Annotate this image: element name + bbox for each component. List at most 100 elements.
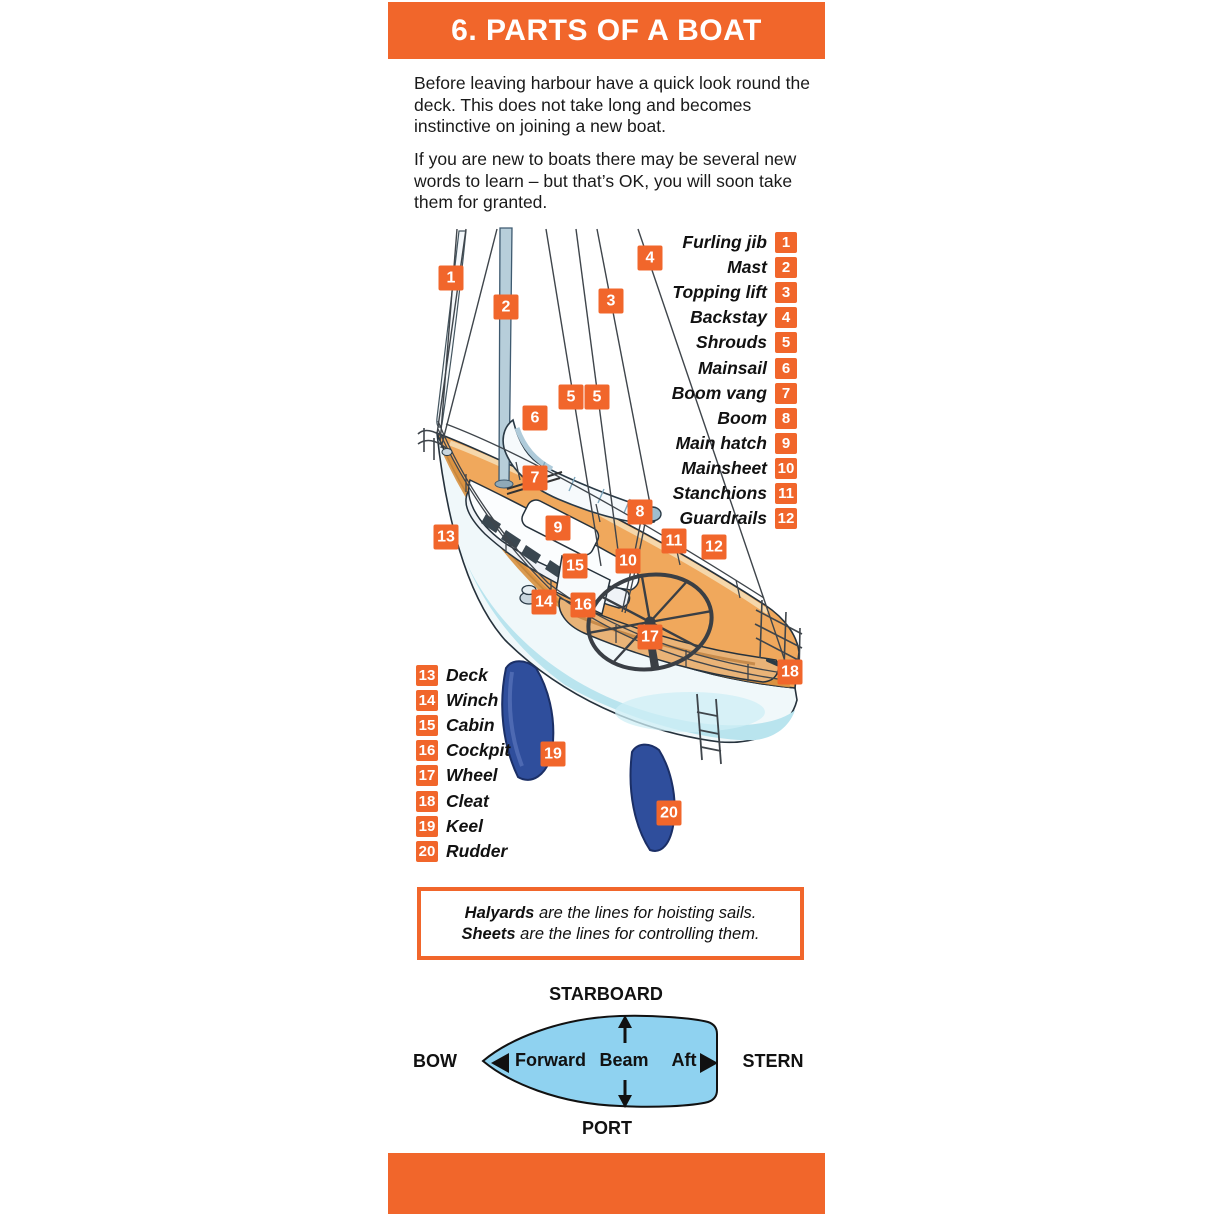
title-bar: 6. PARTS OF A BOAT: [388, 2, 825, 59]
cockpit-seat-line: [574, 613, 756, 666]
legend-label-7: Boom vang: [671, 382, 767, 403]
stern-ladder: [696, 693, 722, 765]
legend-item-16: 16 Cockpit: [416, 738, 510, 763]
legend-item-14: 14 Winch: [416, 688, 510, 713]
legend-label-17: Wheel: [446, 765, 498, 786]
port-label: PORT: [582, 1118, 632, 1138]
legend-badge-15: 15: [416, 715, 438, 737]
legend-label-4: Backstay: [690, 307, 767, 328]
topping-lift: [596, 228, 652, 510]
legend-item-1: Furling jib 1: [672, 230, 797, 255]
boom-end: [642, 506, 662, 522]
legend-badge-1: 1: [775, 232, 797, 254]
legend-badge-8: 8: [775, 407, 797, 429]
legend-badge-13: 13: [416, 665, 438, 687]
marker-3: 3: [598, 288, 624, 314]
marker-20: 20: [656, 800, 682, 826]
note-line-2: Sheets are the lines for controlling the…: [461, 924, 759, 945]
marker-15: 15: [562, 553, 588, 579]
marker-6: 6: [522, 405, 548, 431]
legend-badge-12: 12: [775, 508, 797, 530]
legend-badge-6: 6: [775, 357, 797, 379]
marker-11: 11: [661, 528, 687, 554]
legend-item-17: 17 Wheel: [416, 763, 510, 788]
legend-badge-18: 18: [416, 790, 438, 812]
bow-pulpit: [417, 428, 447, 460]
mainsail-shading: [514, 427, 554, 472]
legend-item-3: Topping lift 3: [672, 280, 797, 305]
boom-vang: [506, 471, 563, 495]
legend-label-8: Boom: [717, 407, 767, 428]
marker-8: 8: [627, 499, 653, 525]
mainsheet-2: [621, 519, 642, 613]
legend-label-10: Mainsheet: [681, 457, 767, 478]
mainsheet: [624, 517, 647, 614]
legend-badge-2: 2: [775, 257, 797, 279]
cabin-top: [467, 478, 640, 591]
legend-item-11: Stanchions 11: [672, 481, 797, 506]
stern-pulpit: [754, 599, 803, 675]
legend-label-14: Winch: [446, 690, 499, 711]
marker-5b: 5: [584, 384, 610, 410]
legend-label-3: Topping lift: [672, 282, 767, 303]
keel-highlight: [507, 671, 524, 767]
note-term-halyards: Halyards: [464, 903, 535, 922]
legend-label-11: Stanchions: [672, 482, 767, 503]
shroud-a: [545, 228, 602, 567]
legend-badge-10: 10: [775, 457, 797, 479]
legend-item-8: Boom 8: [672, 406, 797, 431]
intro-paragraph-1: Before leaving harbour have a quick look…: [414, 73, 810, 136]
legend-badge-19: 19: [416, 815, 438, 837]
furled-mainsail: [502, 418, 657, 524]
legend-label-16: Cockpit: [446, 740, 511, 761]
cabin-side: [465, 490, 631, 609]
legend-label-13: Deck: [446, 665, 488, 686]
forward-label: Forward: [515, 1050, 586, 1070]
legend-label-1: Furling jib: [682, 232, 767, 253]
note-line-1: Halyards are the lines for hoisting sail…: [465, 903, 757, 924]
legend-badge-20: 20: [416, 840, 438, 862]
beam-arrow-icon: [618, 1015, 632, 1108]
legend-badge-3: 3: [775, 282, 797, 304]
marker-17: 17: [637, 624, 663, 650]
legend-badge-11: 11: [775, 482, 797, 504]
marker-10: 10: [615, 548, 641, 574]
furled-jib: [436, 230, 467, 428]
forward-arrow-icon: [491, 1053, 509, 1073]
legend-item-10: Mainsheet 10: [672, 456, 797, 481]
legend-label-2: Mast: [727, 257, 767, 278]
winch: [519, 584, 539, 605]
legend-badge-9: 9: [775, 432, 797, 454]
sail-ties: [538, 461, 631, 514]
legend-label-18: Cleat: [446, 790, 489, 811]
beam-label: Beam: [599, 1050, 648, 1070]
legend-badge-17: 17: [416, 765, 438, 787]
wheel: [586, 572, 714, 672]
note-text-1: are the lines for hoisting sails.: [534, 903, 757, 922]
main-hatch: [521, 499, 600, 556]
marker-18: 18: [777, 659, 803, 685]
page-title: 6. PARTS OF A BOAT: [451, 13, 762, 47]
legend-label-9: Main hatch: [675, 432, 767, 453]
bow-label: BOW: [413, 1051, 457, 1071]
note-box: Halyards are the lines for hoisting sail…: [417, 887, 804, 960]
marker-9: 9: [545, 515, 571, 541]
legend-badge-14: 14: [416, 690, 438, 712]
mast-base: [494, 479, 514, 489]
cockpit: [558, 596, 780, 683]
note-text-2: are the lines for controlling them.: [515, 924, 760, 943]
legend-badge-16: 16: [416, 740, 438, 762]
legend-item-2: Mast 2: [672, 255, 797, 280]
shroud-b: [575, 228, 620, 559]
rudder: [629, 743, 676, 852]
marker-7: 7: [522, 465, 548, 491]
legend-item-9: Main hatch 9: [672, 431, 797, 456]
